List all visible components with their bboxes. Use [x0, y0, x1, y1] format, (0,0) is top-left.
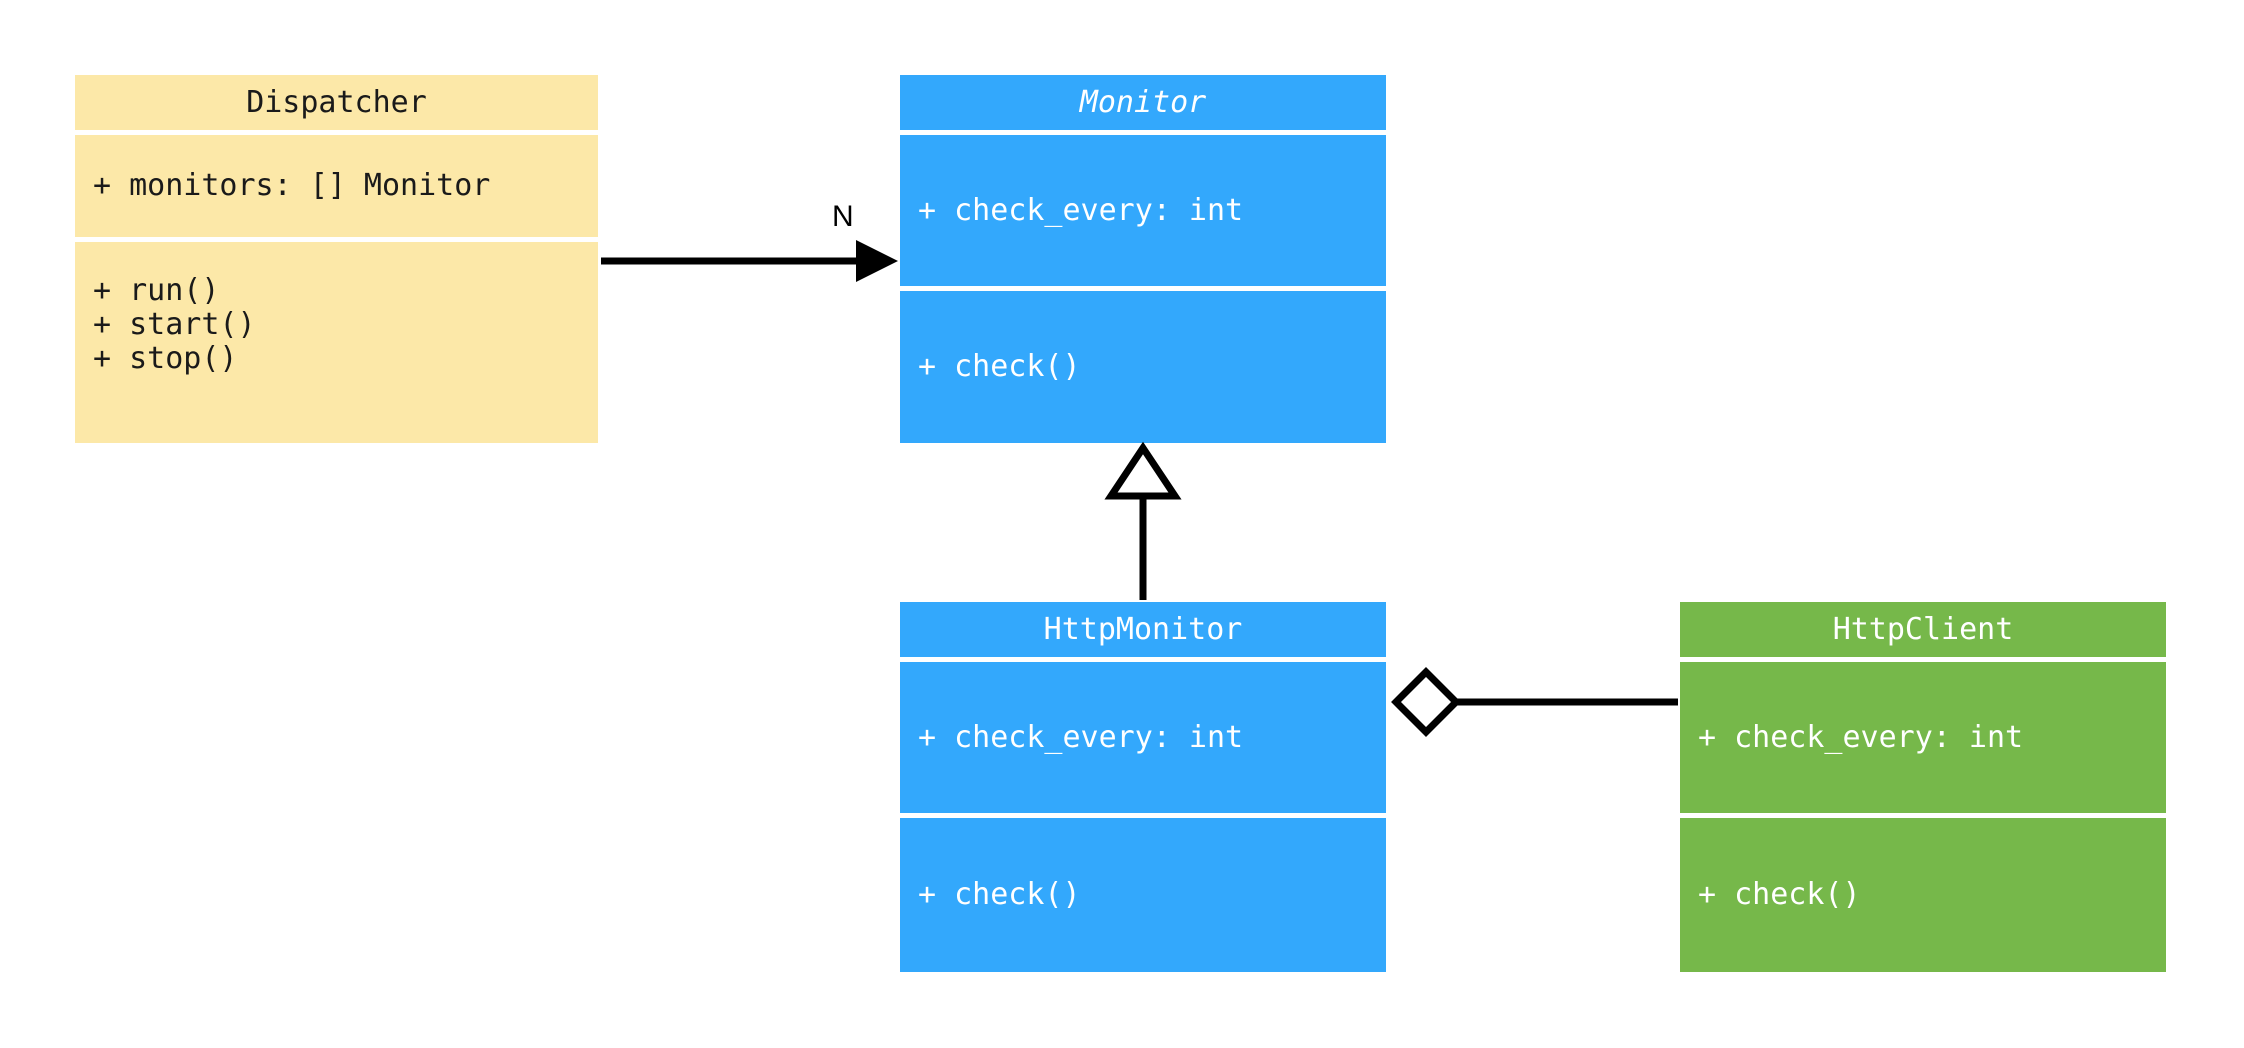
compartment-divider	[900, 286, 1386, 291]
class-methods-dispatcher: + run() + start() + stop()	[75, 242, 598, 443]
method-row: + check()	[918, 877, 1081, 912]
class-title-http-client: HttpClient	[1680, 602, 2166, 657]
attribute-row: + check_every: int	[918, 192, 1244, 228]
class-methods-monitor: + check()	[900, 291, 1386, 443]
class-box-http-monitor[interactable]: HttpMonitor + check_every: int + check()	[900, 602, 1386, 972]
class-attributes-http-monitor: + check_every: int	[900, 662, 1386, 813]
association-dispatcher-monitor	[601, 240, 898, 282]
compartment-divider	[900, 130, 1386, 135]
class-attributes-dispatcher: + monitors: [] Monitor	[75, 135, 598, 237]
class-box-dispatcher[interactable]: Dispatcher + monitors: [] Monitor + run(…	[75, 75, 598, 443]
method-row: + run()	[93, 273, 220, 308]
attribute-row: + check_every: int	[1698, 719, 2024, 755]
class-box-monitor[interactable]: Monitor + check_every: int + check()	[900, 75, 1386, 443]
attribute-row: + monitors: [] Monitor	[93, 168, 491, 203]
class-name-label: HttpMonitor	[1043, 612, 1243, 647]
compartment-divider	[1680, 657, 2166, 662]
class-title-monitor: Monitor	[900, 75, 1386, 130]
compartment-divider	[75, 130, 598, 135]
aggregation-httpmonitor-httpclient	[1391, 667, 1678, 737]
class-attributes-monitor: + check_every: int	[900, 135, 1386, 286]
hollow-diamond-icon	[1391, 667, 1461, 737]
method-row: + stop()	[93, 341, 238, 376]
attribute-row: + check_every: int	[918, 719, 1244, 755]
hollow-triangle-icon	[1104, 441, 1182, 500]
method-row: + check()	[1698, 877, 1861, 912]
compartment-divider	[1680, 813, 2166, 818]
association-multiplicity-label: N	[832, 200, 854, 233]
method-row: + check()	[918, 349, 1081, 384]
compartment-divider	[900, 813, 1386, 818]
compartment-divider	[75, 237, 598, 242]
class-title-dispatcher: Dispatcher	[75, 75, 598, 130]
class-attributes-http-client: + check_every: int	[1680, 662, 2166, 813]
class-methods-http-client: + check()	[1680, 818, 2166, 972]
open-arrow-icon	[856, 240, 898, 282]
class-methods-http-monitor: + check()	[900, 818, 1386, 972]
class-box-http-client[interactable]: HttpClient + check_every: int + check()	[1680, 602, 2166, 972]
class-name-label: Monitor	[1079, 85, 1207, 120]
class-name-label: HttpClient	[1832, 612, 2014, 647]
method-row: + start()	[93, 307, 256, 342]
class-title-http-monitor: HttpMonitor	[900, 602, 1386, 657]
class-name-label: Dispatcher	[246, 85, 427, 120]
generalization-httpmonitor-monitor	[1104, 441, 1182, 600]
compartment-divider	[900, 657, 1386, 662]
